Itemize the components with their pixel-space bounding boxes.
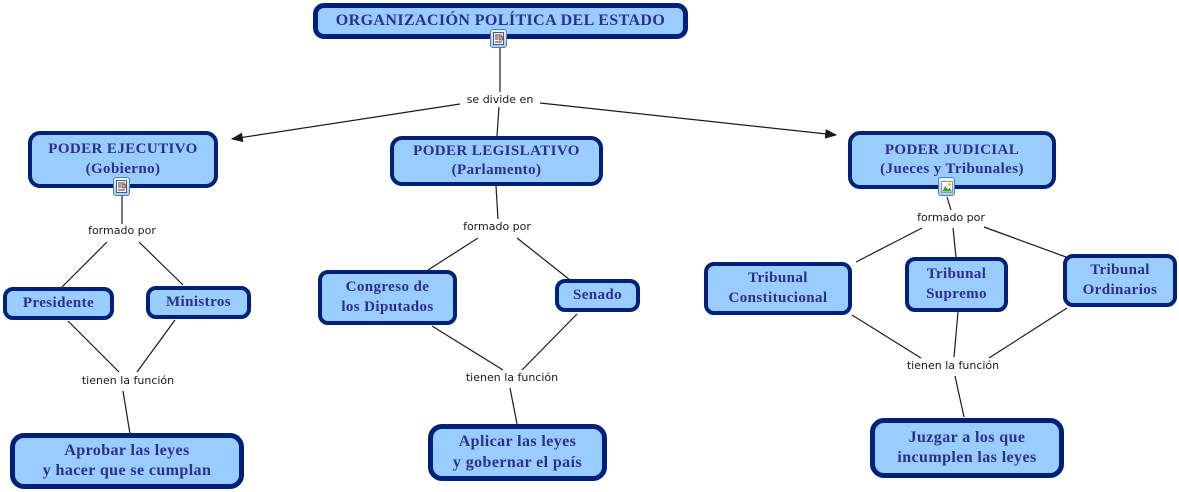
node-tribunal-constitucional[interactable]: Tribunal Constitucional bbox=[704, 262, 852, 315]
link-line bbox=[61, 241, 108, 288]
link-line bbox=[496, 106, 500, 137]
linking-phrase-se-divide-en[interactable]: se divide en bbox=[463, 93, 537, 107]
document-resource-icon[interactable] bbox=[113, 177, 130, 196]
link-line bbox=[954, 375, 965, 418]
link-line bbox=[988, 307, 1068, 359]
node-tribunal-supremo[interactable]: Tribunal Supremo bbox=[905, 257, 1008, 312]
document-glyph bbox=[493, 32, 504, 45]
node-funcion-legislativo[interactable]: Aplicar las leyes y gobernar el país bbox=[428, 424, 607, 481]
link-line bbox=[138, 241, 184, 286]
link-line bbox=[67, 320, 120, 373]
link-line bbox=[122, 390, 131, 435]
node-poder-judicial[interactable]: PODER JUDICIAL (Jueces y Tribunales) bbox=[848, 131, 1056, 189]
node-congreso[interactable]: Congreso de los Diputados bbox=[318, 270, 457, 325]
document-resource-icon[interactable] bbox=[490, 29, 507, 48]
linking-phrase-formado-por-ejecutivo[interactable]: formado por bbox=[85, 224, 159, 238]
node-tribunal-ordinarios[interactable]: Tribunal Ordinarios bbox=[1063, 254, 1177, 307]
link-line bbox=[953, 311, 959, 358]
linking-phrase-tienen-la-funcion-judicial[interactable]: tienen la función bbox=[903, 359, 1003, 373]
link-line bbox=[983, 226, 1067, 258]
document-glyph bbox=[116, 180, 127, 193]
link-line bbox=[509, 387, 518, 425]
link-line bbox=[851, 314, 922, 359]
image-resource-icon[interactable] bbox=[938, 177, 955, 196]
link-line bbox=[495, 185, 499, 220]
linking-phrase-formado-por-legislativo[interactable]: formado por bbox=[460, 220, 534, 234]
node-poder-legislativo[interactable]: PODER LEGISLATIVO (Parlamento) bbox=[390, 136, 603, 186]
linking-phrase-formado-por-judicial[interactable]: formado por bbox=[914, 211, 988, 225]
linking-phrase-tienen-la-funcion-legislativo[interactable]: tienen la función bbox=[462, 371, 562, 385]
linking-phrase-tienen-la-funcion-ejecutivo[interactable]: tienen la función bbox=[78, 374, 178, 388]
node-presidente[interactable]: Presidente bbox=[3, 287, 114, 320]
node-funcion-judicial[interactable]: Juzgar a los que incumplen las leyes bbox=[870, 418, 1064, 478]
link-line bbox=[431, 325, 504, 371]
link-line bbox=[136, 319, 176, 373]
link-line bbox=[516, 237, 571, 281]
node-senado[interactable]: Senado bbox=[555, 279, 640, 312]
image-glyph bbox=[940, 180, 953, 193]
link-line bbox=[952, 227, 957, 258]
link-line bbox=[539, 102, 838, 139]
link-line bbox=[230, 103, 461, 143]
node-ministros[interactable]: Ministros bbox=[146, 286, 251, 319]
node-funcion-ejecutivo[interactable]: Aprobar las leyes y hacer que se cumplan bbox=[10, 433, 244, 489]
link-line bbox=[946, 196, 952, 211]
link-line bbox=[427, 237, 479, 271]
link-line bbox=[521, 313, 578, 371]
node-root[interactable]: ORGANIZACIÓN POLÍTICA DEL ESTADO bbox=[313, 3, 688, 39]
